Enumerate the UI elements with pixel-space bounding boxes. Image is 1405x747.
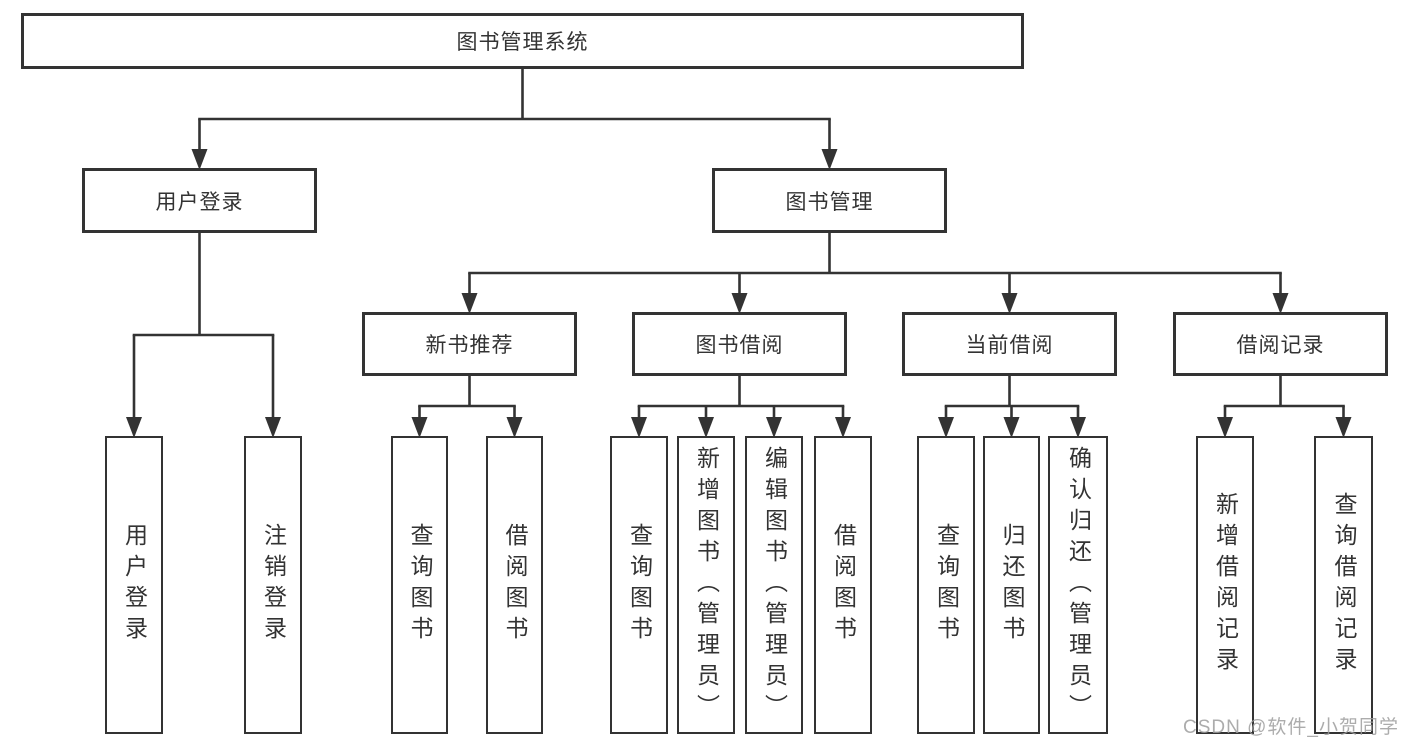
node-label: 借阅记录 — [1236, 334, 1325, 357]
arrowhead-leaf-cb-return — [1003, 417, 1020, 438]
node-leaf-nb-query: 查询图书 — [391, 436, 448, 734]
arrowhead-book-mgmt — [821, 149, 838, 170]
node-label: 图书借阅 — [695, 334, 784, 357]
node-label: 当前借阅 — [965, 334, 1054, 357]
connector-borrow-records — [1217, 375, 1352, 438]
arrowhead-leaf-user-login — [126, 417, 142, 438]
node-label: 编辑图书（管理员） — [761, 445, 788, 725]
node-label: 查询图书 — [933, 523, 960, 647]
connector-book-mgmt — [461, 232, 1289, 314]
node-leaf-cb-confirm: 确认归还（管理员） — [1048, 436, 1108, 734]
node-user-login: 用户登录 — [82, 168, 317, 233]
node-label: 用户登录 — [155, 190, 244, 214]
node-label: 归还图书 — [999, 523, 1025, 647]
arrowhead-new-book-recommend — [461, 293, 478, 314]
arrowhead-leaf-nb-borrow — [506, 417, 523, 438]
node-label: 新增图书（管理员） — [693, 445, 720, 725]
node-label: 新书推荐 — [425, 334, 514, 357]
arrowhead-leaf-nb-query — [411, 417, 428, 438]
node-label: 查询借阅记录 — [1331, 492, 1357, 678]
node-leaf-bb-add: 新增图书（管理员） — [677, 436, 735, 734]
node-label: 查询图书 — [407, 523, 433, 647]
arrowhead-leaf-cb-confirm — [1070, 417, 1086, 438]
node-leaf-bb-edit: 编辑图书（管理员） — [745, 436, 803, 734]
connector-user-login — [126, 232, 281, 438]
arrowhead-leaf-br-query — [1335, 417, 1352, 438]
watermark: CSDN @软件_小贺同学 — [1183, 717, 1399, 738]
arrowhead-leaf-cb-query — [938, 417, 954, 438]
node-label: 图书管理 — [785, 190, 874, 214]
node-leaf-bb-query: 查询图书 — [610, 436, 668, 734]
node-leaf-br-query: 查询借阅记录 — [1314, 436, 1373, 734]
node-leaf-nb-borrow: 借阅图书 — [486, 436, 543, 734]
node-leaf-bb-borrow: 借阅图书 — [814, 436, 872, 734]
arrowhead-leaf-logout — [265, 417, 281, 438]
node-new-book-recommend: 新书推荐 — [362, 312, 577, 376]
node-label: 图书管理系统 — [456, 31, 589, 54]
node-leaf-logout: 注销登录 — [244, 436, 302, 734]
node-current-borrow: 当前借阅 — [902, 312, 1117, 376]
node-root: 图书管理系统 — [21, 13, 1024, 69]
node-leaf-user-login: 用户登录 — [105, 436, 163, 734]
arrowhead-leaf-bb-query — [631, 417, 647, 438]
arrowhead-current-borrow — [1001, 293, 1018, 314]
arrowhead-leaf-bb-add — [698, 417, 714, 438]
arrowhead-borrow-records — [1272, 293, 1289, 314]
connector-book-borrow — [631, 375, 851, 438]
node-label: 注销登录 — [260, 523, 287, 647]
node-label: 查询图书 — [626, 523, 653, 647]
node-borrow-records: 借阅记录 — [1173, 312, 1388, 376]
arrowhead-leaf-bb-borrow — [835, 417, 851, 438]
arrowhead-user-login — [191, 149, 208, 170]
connector-new-book-recommend — [411, 375, 523, 438]
connector-current-borrow — [938, 375, 1086, 438]
arrowhead-leaf-br-add — [1217, 417, 1233, 438]
node-label: 确认归还（管理员） — [1065, 445, 1092, 725]
node-leaf-br-add: 新增借阅记录 — [1196, 436, 1254, 734]
node-label: 借阅图书 — [502, 523, 528, 647]
node-label: 用户登录 — [121, 523, 148, 647]
arrowhead-leaf-bb-edit — [766, 417, 782, 438]
node-leaf-cb-query: 查询图书 — [917, 436, 975, 734]
node-label: 借阅图书 — [830, 523, 857, 647]
node-leaf-cb-return: 归还图书 — [983, 436, 1040, 734]
node-book-borrow: 图书借阅 — [632, 312, 847, 376]
node-book-mgmt: 图书管理 — [712, 168, 947, 233]
arrowhead-book-borrow — [731, 293, 748, 314]
node-label: 新增借阅记录 — [1212, 492, 1239, 678]
connector-root — [191, 68, 838, 170]
